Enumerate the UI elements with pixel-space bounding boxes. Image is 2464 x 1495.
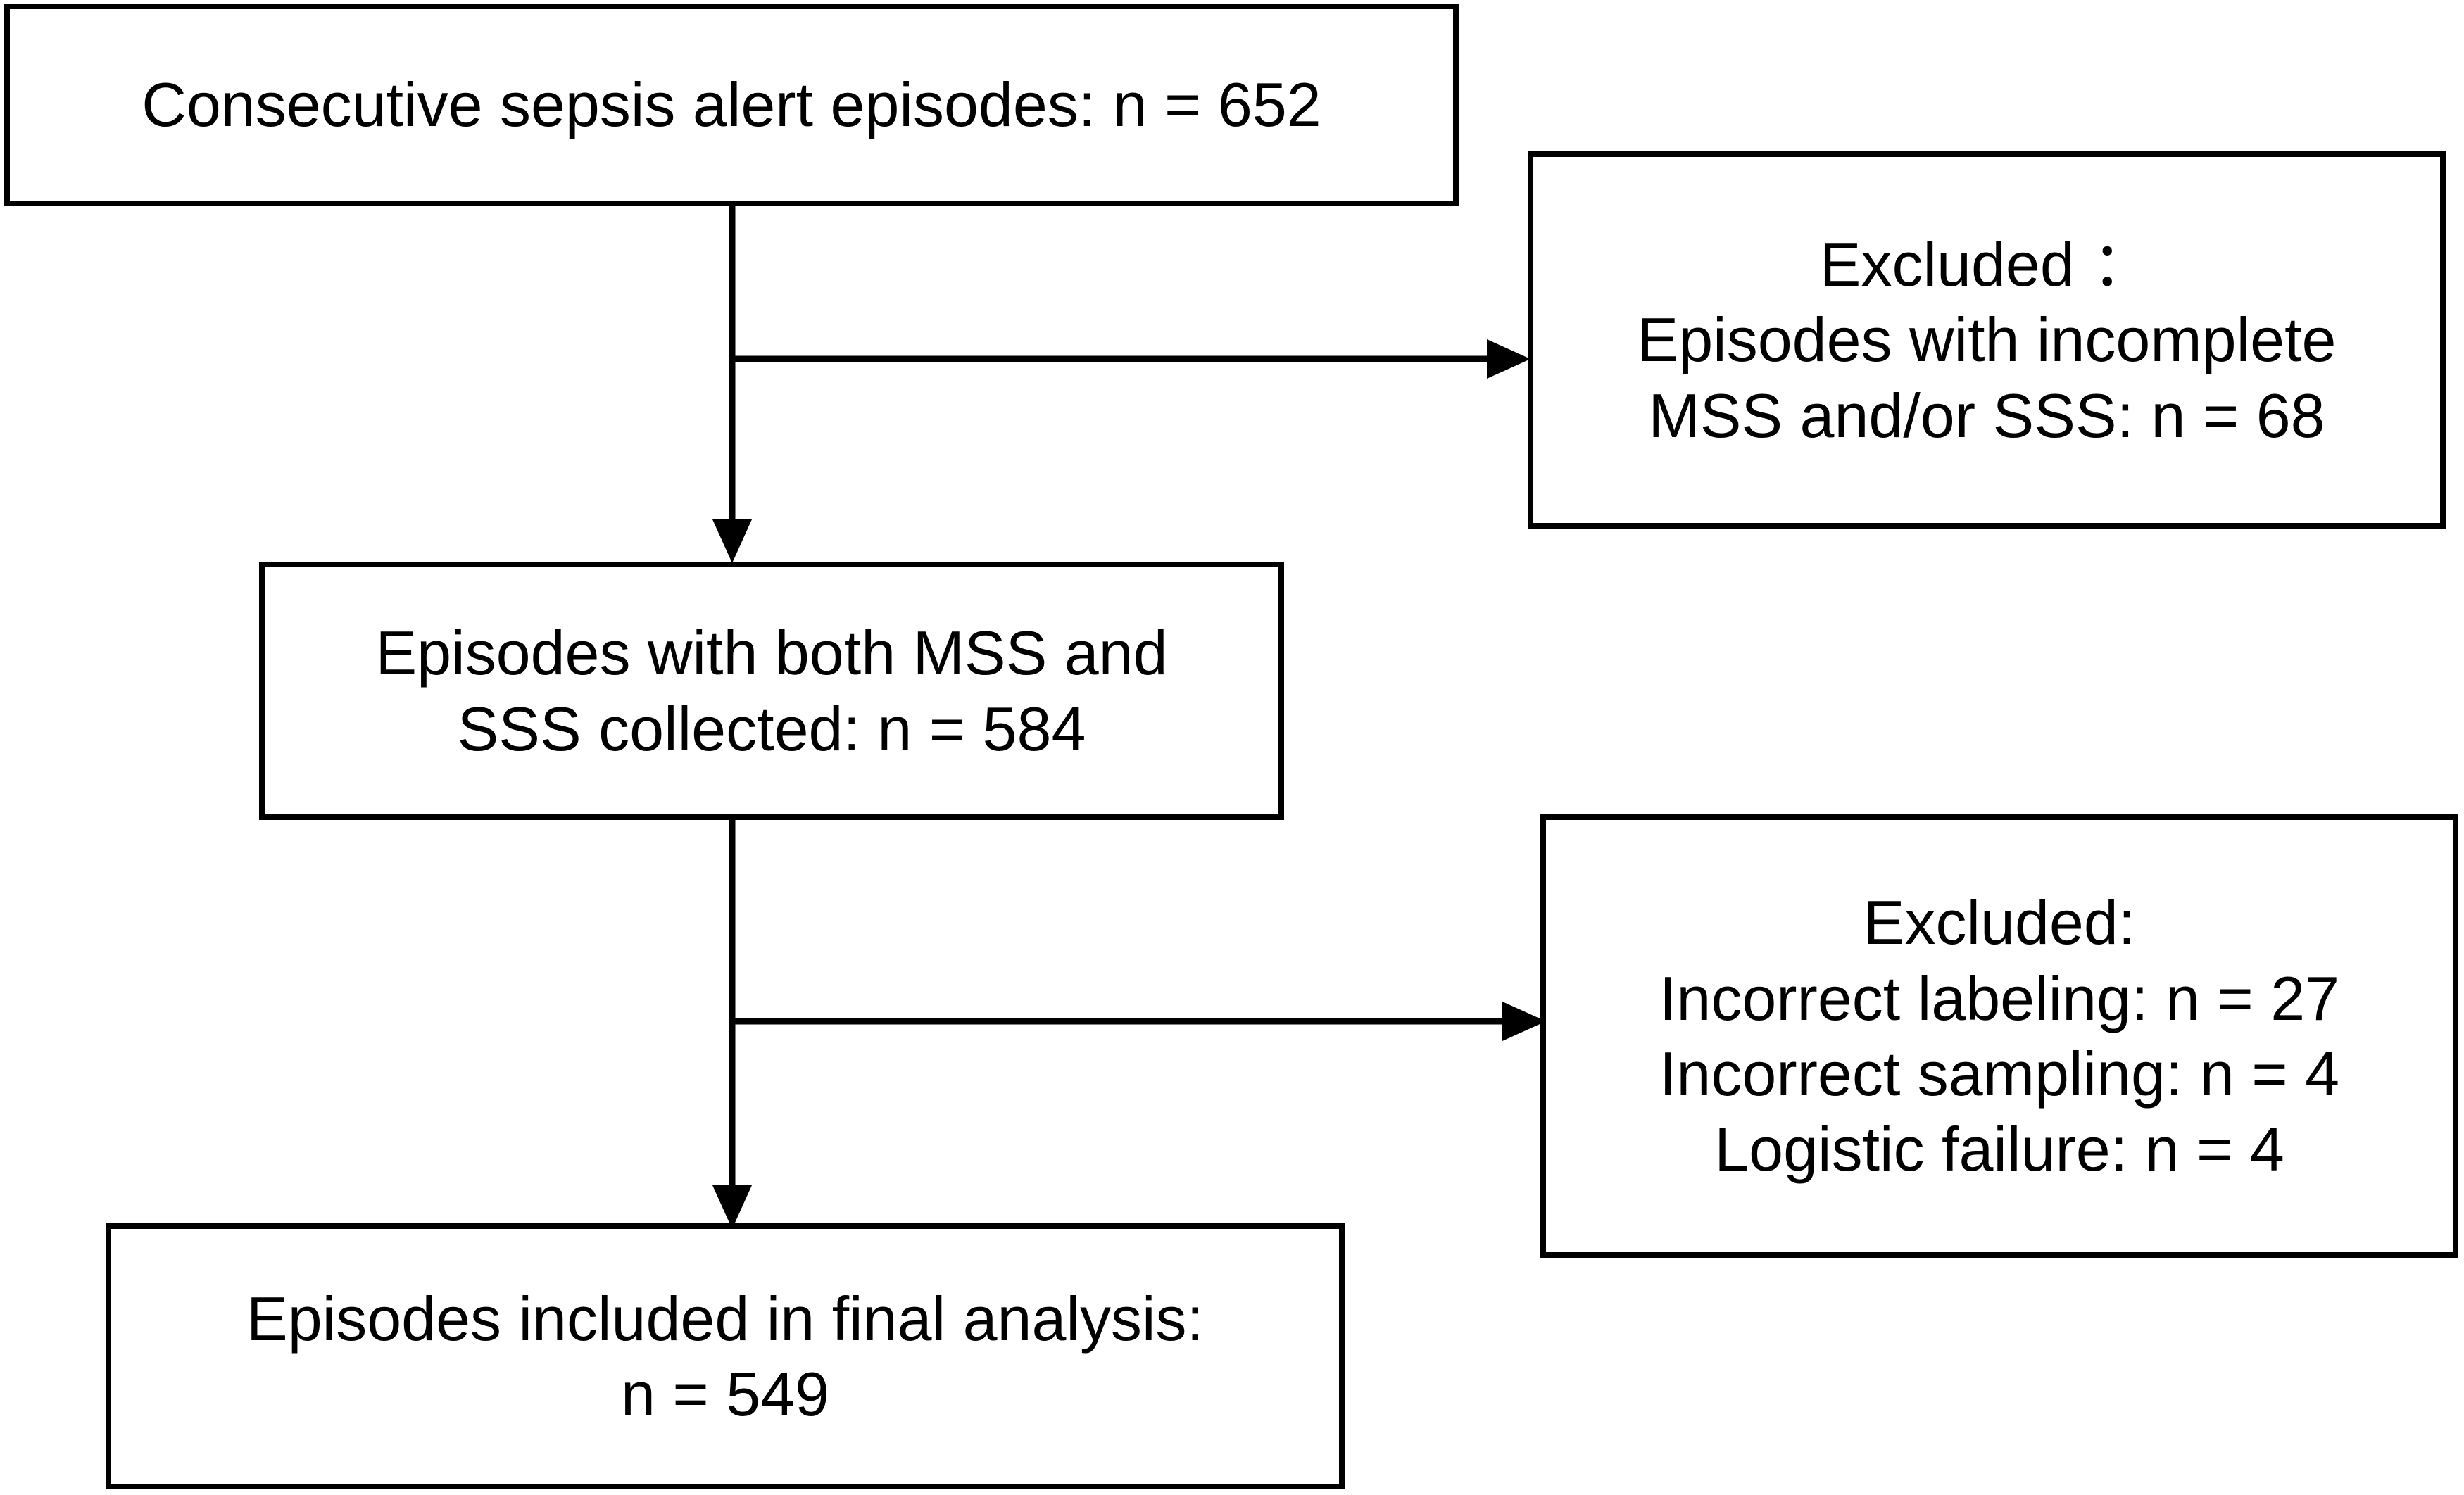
exclusion-box-2-heading: Excluded: xyxy=(1863,888,2136,958)
middle-box: Episodes with both MSS and SSS collected… xyxy=(259,562,1284,820)
exclusion-box-1: Excluded ： Episodes with incomplete MSS … xyxy=(1528,151,2446,529)
exclusion-box-2-line-2: Incorrect labeling: n = 27 xyxy=(1659,963,2340,1033)
arrowhead-to-middle xyxy=(712,519,752,563)
exclusion-box-1-heading: Excluded ： xyxy=(1819,229,2154,299)
middle-box-line-1: Episodes with both MSS and xyxy=(375,618,1168,688)
exclusion-box-2-line-4: Logistic failure: n = 4 xyxy=(1714,1114,2284,1185)
final-box-line-2: n = 549 xyxy=(620,1359,830,1429)
exclusion-box-1-line-3: MSS and/or SSS: n = 68 xyxy=(1648,380,2325,450)
arrowhead-to-exclusion-2 xyxy=(1502,1002,1546,1041)
start-box-line-1: Consecutive sepsis alert episodes: n = 6… xyxy=(142,70,1321,140)
final-box: Episodes included in final analysis: n =… xyxy=(106,1223,1345,1489)
exclusion-box-2-line-3: Incorrect sampling: n = 4 xyxy=(1659,1039,2340,1109)
final-box-line-1: Episodes included in final analysis: xyxy=(246,1283,1204,1354)
start-box: Consecutive sepsis alert episodes: n = 6… xyxy=(4,4,1459,206)
exclusion-box-1-line-2: Episodes with incomplete xyxy=(1637,305,2337,375)
arrowhead-to-final xyxy=(712,1185,752,1229)
exclusion-box-2: Excluded: Incorrect labeling: n = 27 Inc… xyxy=(1540,814,2458,1258)
middle-box-line-2: SSS collected: n = 584 xyxy=(457,693,1086,764)
arrowhead-to-exclusion-1 xyxy=(1487,339,1530,379)
